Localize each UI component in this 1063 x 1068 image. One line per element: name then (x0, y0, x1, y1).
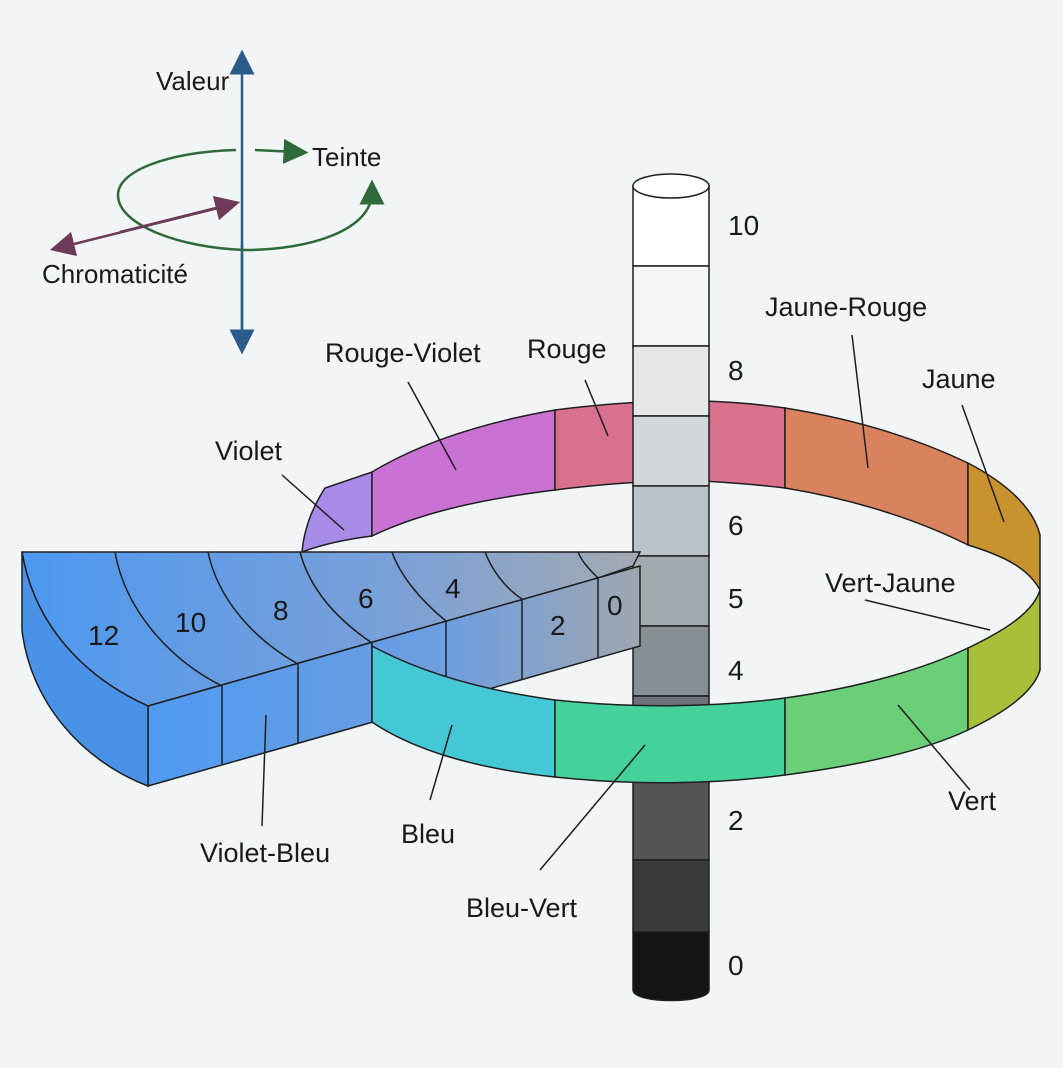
ring-segment-purple (301, 470, 373, 554)
value-step-2 (632, 779, 710, 861)
leader-green-yellow (864, 599, 991, 631)
leader-blue (429, 724, 453, 801)
hue-label-green-yellow: Vert-Jaune (825, 568, 956, 598)
leader-purple (281, 474, 345, 531)
value-step-6 (632, 485, 710, 557)
value-label-6: 6 (728, 510, 744, 541)
value-step-7 (632, 415, 710, 487)
value-step-5 (632, 555, 710, 627)
leader-blue-green (539, 744, 646, 871)
leader-green (897, 704, 971, 791)
value-step-0 (632, 931, 710, 1002)
chroma-arc-6 (299, 551, 373, 644)
value-step-9 (632, 265, 710, 347)
hue-leader-lines (261, 334, 1005, 871)
chroma-arrow-back (119, 195, 241, 234)
ring-segment-yellow-red (784, 407, 969, 547)
chroma-label-4: 4 (445, 573, 461, 604)
value-step-8 (632, 345, 710, 417)
chroma-label-8: 8 (273, 595, 289, 626)
hue-label-purple: Violet (215, 436, 283, 466)
chroma-label-2: 2 (550, 610, 566, 641)
chroma-label-0: 0 (607, 590, 623, 621)
hue-label-yellow-red: Jaune-Rouge (765, 292, 927, 322)
chroma-arc-2 (484, 551, 523, 600)
value-step-1 (632, 859, 710, 933)
value-label-8: 8 (728, 355, 744, 386)
hue-label-green: Vert (948, 786, 997, 816)
ring-segment-red-right (703, 400, 786, 489)
leader-red-purple (407, 381, 457, 471)
hue-label-purple-blue: Violet-Bleu (200, 838, 330, 868)
value-column (632, 173, 710, 1002)
chroma-label-12: 12 (88, 620, 119, 651)
hue-label-red: Rouge (527, 334, 607, 364)
hue-labels: Rouge Rouge-Violet Violet Jaune-Rouge Ja… (200, 292, 997, 923)
chroma-arc-4 (391, 551, 447, 622)
value-step-4 (632, 625, 710, 697)
hue-loop-arrow (116, 148, 385, 252)
leader-yellow-red (851, 334, 869, 469)
value-scale-labels: 0 2 4 5 6 8 10 (728, 210, 759, 981)
value-label-4: 4 (728, 655, 744, 686)
chroma-wedge-curved-side (21, 551, 149, 788)
chroma-legend-label: Chromaticité (42, 259, 188, 289)
leader-purple-blue (261, 714, 267, 827)
ring-segment-red-purple (371, 409, 556, 538)
ring-segment-yellow (967, 461, 1041, 591)
chroma-arc-8 (207, 551, 299, 665)
value-label-5: 5 (728, 583, 744, 614)
leader-red (584, 379, 609, 437)
ring-segment-green-yellow (967, 589, 1041, 732)
hue-legend-label: Teinte (312, 142, 381, 172)
value-legend-label: Valeur (156, 66, 230, 96)
hue-ring-front (371, 589, 1041, 784)
hue-label-blue: Bleu (401, 819, 455, 849)
chroma-label-10: 10 (175, 607, 206, 638)
chroma-arc-10 (114, 551, 223, 687)
leader-yellow (961, 404, 1005, 523)
value-column-top-cap (632, 173, 710, 199)
chroma-label-6: 6 (358, 583, 374, 614)
value-label-10: 10 (728, 210, 759, 241)
hue-label-red-purple: Rouge-Violet (325, 338, 481, 368)
value-label-2: 2 (728, 805, 744, 836)
hue-label-yellow: Jaune (922, 364, 996, 394)
chroma-arc-0 (577, 551, 599, 579)
hue-arrow-right (254, 138, 309, 164)
axes-legend: Valeur Teinte Chromaticité (42, 49, 385, 355)
value-label-0: 0 (728, 950, 744, 981)
chroma-scale-labels: 12 10 8 6 4 2 0 (88, 573, 623, 651)
hue-label-blue-green: Bleu-Vert (466, 893, 578, 923)
ring-segment-blue-green (554, 697, 786, 784)
